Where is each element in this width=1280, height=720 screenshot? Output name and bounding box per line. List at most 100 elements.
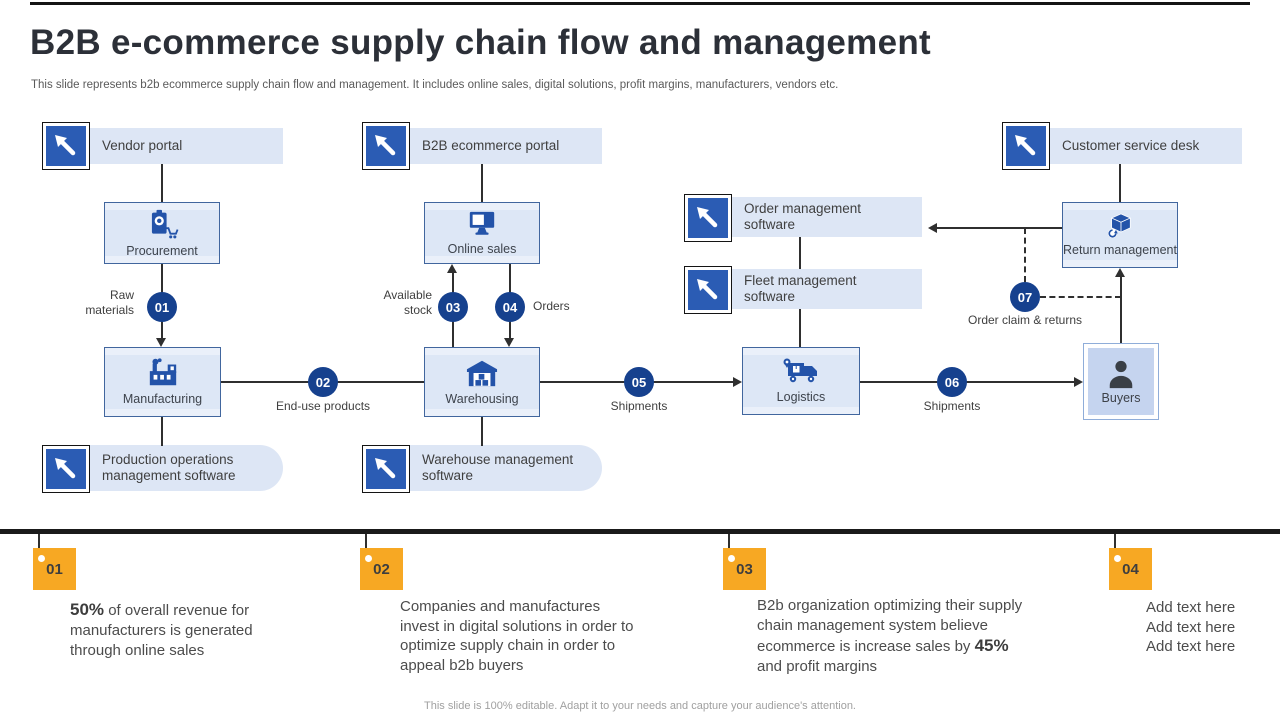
connector-line [161, 164, 163, 202]
connector-line [1120, 277, 1122, 343]
step-label: Shipments [923, 399, 981, 413]
fleet-management-software-label: Fleet management software [732, 269, 922, 309]
arrow-up-left-icon [684, 194, 732, 242]
stat-value: 50% [70, 600, 105, 619]
production-operations-software-label: Production operations management softwar… [90, 445, 283, 491]
timeline-body: of overall revenue for manufacturers is … [70, 602, 253, 659]
return-management-icon [1107, 213, 1132, 239]
arrowhead-right [1074, 377, 1083, 387]
return-management-node: Return management [1062, 202, 1178, 268]
pin-dot [1114, 555, 1121, 562]
tag-connector [728, 534, 730, 556]
step-label: Shipments [610, 399, 668, 413]
online-sales-icon [469, 212, 495, 236]
arrowhead-down [504, 338, 514, 347]
step-badge: 02 [308, 367, 338, 397]
vendor-portal-label: Vendor portal [90, 128, 283, 164]
placeholder-line: Add text here [1146, 638, 1236, 655]
connector-line [799, 237, 801, 269]
pin-dot [728, 555, 735, 562]
buyers-node: Buyers [1083, 343, 1159, 420]
node-caption: Warehousing [445, 392, 519, 407]
step-label: End-use products [275, 399, 371, 413]
connector-line [161, 417, 163, 446]
procurement-node: Procurement [104, 202, 220, 264]
page-title: B2B e-commerce supply chain flow and man… [30, 23, 931, 62]
tag-connector [1114, 534, 1116, 556]
timeline-tag-04: 04 [1109, 548, 1152, 590]
logistics-icon [783, 358, 817, 383]
timeline-tag-01: 01 [33, 548, 76, 590]
placeholder-line: Add text here [1146, 618, 1236, 636]
arrow-up-left-icon [684, 266, 732, 314]
top-divider [30, 2, 1250, 5]
arrowhead-down [156, 338, 166, 347]
customer-service-desk-label: Customer service desk [1050, 128, 1242, 164]
node-caption: Online sales [447, 242, 517, 257]
manufacturing-node: Manufacturing [104, 347, 221, 417]
warehousing-icon [466, 361, 498, 387]
warehouse-management-software-label: Warehouse management software [410, 445, 602, 491]
step-badge: 01 [147, 292, 177, 322]
dashed-connector [1024, 228, 1026, 282]
step-badge: 05 [624, 367, 654, 397]
timeline-tag-03: 03 [723, 548, 766, 590]
connector-line [481, 164, 483, 202]
tag-number: 01 [46, 560, 63, 578]
connector-line [1119, 164, 1121, 202]
arrowhead-up [447, 264, 457, 273]
arrowhead-left [928, 223, 937, 233]
arrow-up-left-icon [362, 445, 410, 493]
timeline-text-03: B2b organization optimizing their supply… [757, 596, 1025, 677]
connector-line [799, 309, 801, 347]
timeline-body: B2b organization optimizing their supply… [757, 597, 1023, 655]
timeline-body: and profit margins [757, 658, 878, 676]
connector-line [481, 417, 483, 446]
timeline-text-01: 50% of overall revenue for manufacturers… [70, 599, 270, 660]
manufacturing-icon [149, 358, 176, 386]
node-caption: Logistics [776, 390, 826, 405]
step-label: Available stock [383, 288, 432, 317]
dashed-connector [1040, 296, 1121, 298]
timeline-text-04: Add text here Add text here Add text her… [1146, 598, 1246, 657]
tag-number: 04 [1122, 560, 1139, 578]
timeline-text-02: Companies and manufactures invest in dig… [400, 598, 634, 674]
tag-connector [38, 534, 40, 556]
pin-dot [365, 555, 372, 562]
arrow-up-left-icon [1002, 122, 1050, 170]
node-caption: Buyers [1101, 390, 1141, 405]
warehousing-node: Warehousing [424, 347, 540, 417]
tag-number: 03 [736, 560, 753, 578]
step-label: Orders [533, 299, 570, 313]
step-label: Raw materials [85, 288, 134, 317]
b2b-ecommerce-portal-label: B2B ecommerce portal [410, 128, 602, 164]
connector-line [937, 227, 1062, 229]
placeholder-line: Add text here [1146, 599, 1236, 616]
footer-note: This slide is 100% editable. Adapt it to… [424, 700, 856, 712]
arrowhead-up [1115, 268, 1125, 277]
step-badge: 07 [1010, 282, 1040, 312]
stat-value: 45% [974, 636, 1009, 655]
order-management-software-label: Order management software [732, 197, 922, 237]
timeline-rule [0, 529, 1280, 534]
logistics-node: Logistics [742, 347, 860, 415]
arrow-up-left-icon [42, 122, 90, 170]
step-label: Order claim & returns [967, 313, 1083, 327]
tag-connector [365, 534, 367, 556]
step-badge: 06 [937, 367, 967, 397]
step-badge: 03 [438, 292, 468, 322]
connector-line [860, 381, 1074, 383]
page-subtitle: This slide represents b2b ecommerce supp… [31, 79, 839, 91]
timeline-tag-02: 02 [360, 548, 403, 590]
tag-number: 02 [373, 560, 390, 578]
node-caption: Procurement [126, 243, 198, 258]
step-badge: 04 [495, 292, 525, 322]
buyers-icon [1109, 360, 1133, 388]
arrowhead-right [733, 377, 742, 387]
arrow-up-left-icon [362, 122, 410, 170]
procurement-icon [151, 209, 179, 239]
arrow-up-left-icon [42, 445, 90, 493]
pin-dot [38, 555, 45, 562]
node-caption: Return management [1063, 243, 1177, 258]
online-sales-node: Online sales [424, 202, 540, 264]
